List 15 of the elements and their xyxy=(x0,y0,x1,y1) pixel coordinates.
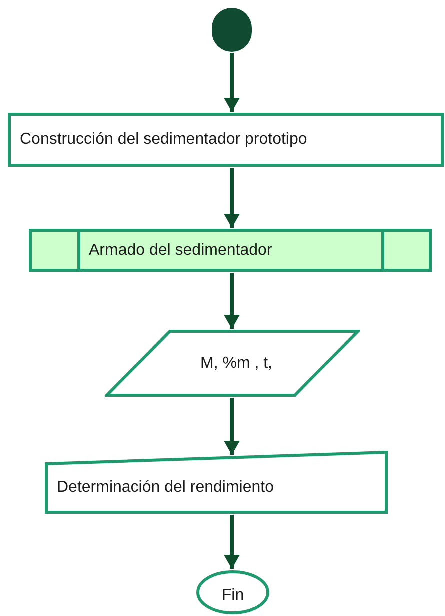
process-box xyxy=(8,113,444,167)
arrow xyxy=(224,168,240,228)
node-label: Construcción del sedimentador prototipo xyxy=(20,130,308,150)
node-label: Armado del sedimentador xyxy=(89,240,272,260)
node-label: Determinación del rendimiento xyxy=(57,478,274,498)
manual-input-shape xyxy=(45,451,388,514)
node-label: Fin xyxy=(222,586,244,606)
arrow xyxy=(224,53,240,112)
arrow xyxy=(224,273,240,329)
node-label: M, %m , t, xyxy=(200,354,272,374)
arrow xyxy=(224,398,240,455)
terminator-ellipse xyxy=(196,570,270,615)
predefined-process-box xyxy=(29,229,432,272)
arrow xyxy=(224,515,240,569)
data-parallelogram xyxy=(105,330,360,397)
